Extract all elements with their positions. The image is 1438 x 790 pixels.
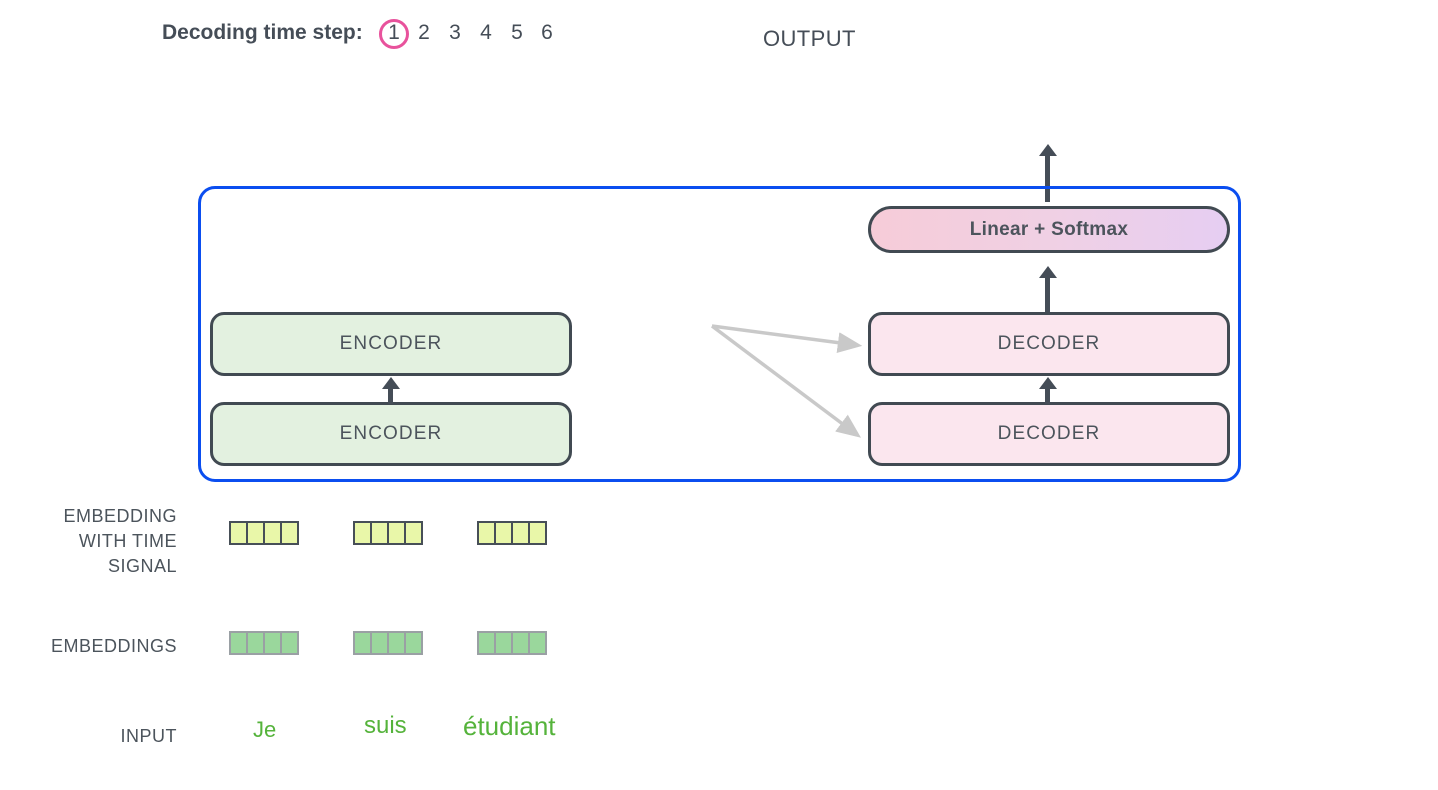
active-step-highlight-circle xyxy=(379,19,409,49)
embedding-cell xyxy=(404,631,423,655)
output-arrow xyxy=(1045,155,1050,202)
decoding-step-2[interactable]: 2 xyxy=(418,21,430,44)
time-signal-cell xyxy=(404,521,423,545)
embedding-time-signal-line-1: EMBEDDING xyxy=(63,506,177,526)
embedding-cells-suis xyxy=(353,631,423,655)
decoding-step-1[interactable]: 1 xyxy=(388,21,400,44)
encoder-block-top[interactable]: ENCODER xyxy=(210,312,572,376)
embedding-time-signal-line-2: WITH TIME xyxy=(78,531,177,551)
decoder-to-decoder-arrow xyxy=(1045,388,1050,404)
encoder-decoder-attention-arrows xyxy=(710,324,863,438)
linear-softmax-block[interactable]: Linear + Softmax xyxy=(868,206,1230,253)
decoder-block-top[interactable]: DECODER xyxy=(868,312,1230,376)
embedding-cell xyxy=(280,631,299,655)
decoder-to-softmax-arrow xyxy=(1045,277,1050,314)
embedding-time-signal-line-3: SIGNAL xyxy=(107,556,177,576)
input-label: INPUT xyxy=(120,726,177,746)
decoder-block-bottom[interactable]: DECODER xyxy=(868,402,1230,466)
decoding-step-6[interactable]: 6 xyxy=(541,21,553,44)
decoding-step-5[interactable]: 5 xyxy=(511,21,523,44)
time-signal-cell xyxy=(280,521,299,545)
encoder-to-encoder-arrow xyxy=(388,388,393,404)
decoding-time-step-label: Decoding time step: xyxy=(162,21,363,44)
time-signal-cell xyxy=(528,521,547,545)
decoding-step-4[interactable]: 4 xyxy=(480,21,492,44)
time-signal-cells-suis xyxy=(353,521,423,545)
input-word-etudiant: étudiant xyxy=(463,711,556,741)
embedding-cells-je xyxy=(229,631,299,655)
embedding-time-signal-label: EMBEDDING WITH TIME SIGNAL xyxy=(20,504,177,579)
transformer-model-container xyxy=(198,186,1241,482)
embeddings-label: EMBEDDINGS xyxy=(50,636,177,656)
decoding-step-3[interactable]: 3 xyxy=(449,21,461,44)
input-word-suis: suis xyxy=(364,712,407,739)
encoder-block-bottom[interactable]: ENCODER xyxy=(210,402,572,466)
input-word-je: Je xyxy=(253,717,277,742)
embedding-cell xyxy=(528,631,547,655)
output-label: OUTPUT xyxy=(763,26,856,51)
embedding-cells-etudiant xyxy=(477,631,547,655)
time-signal-cells-etudiant xyxy=(477,521,547,545)
time-signal-cells-je xyxy=(229,521,299,545)
